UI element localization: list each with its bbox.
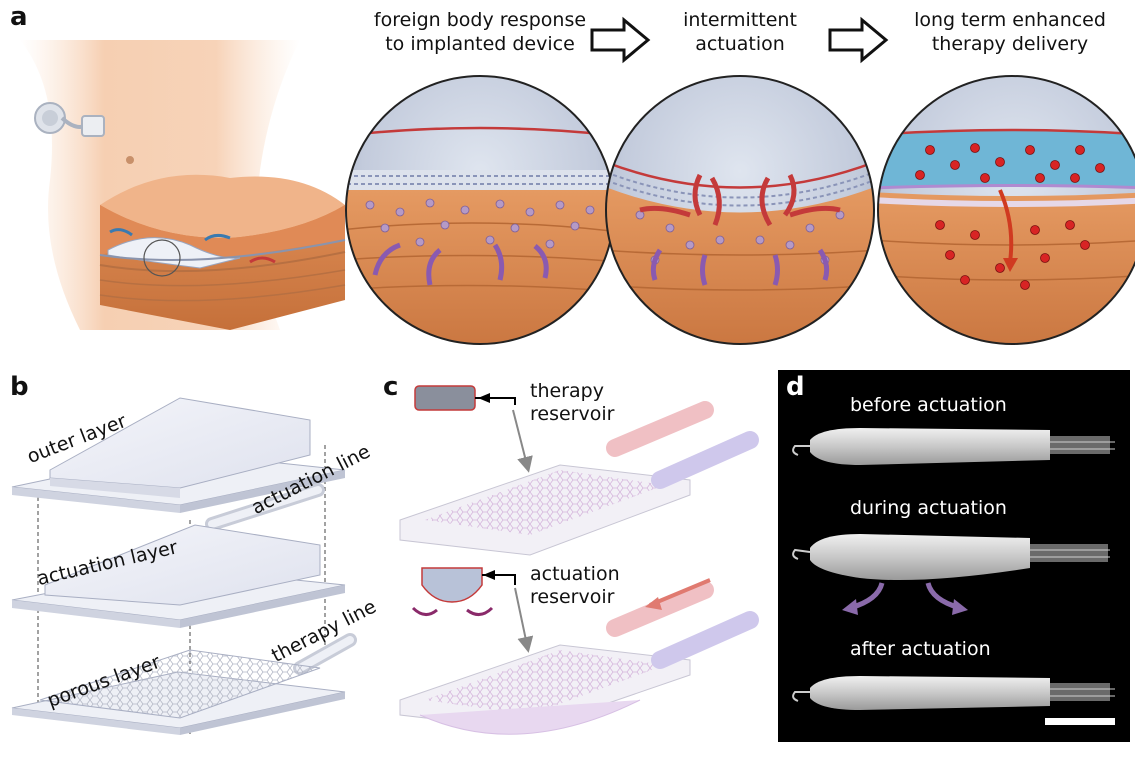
circle-therapy-delivery [878,76,1135,344]
label-during-actuation: during actuation [850,497,1007,519]
actuation-reservoir-line-1: actuation [530,563,620,585]
panel-letter-d: d [786,372,805,402]
circle-foreign-body [346,76,614,344]
step-label-1: foreign body response to implanted devic… [360,8,600,56]
therapy-reservoir-line-1: therapy [530,380,604,402]
label-therapy-reservoir: therapy reservoir [530,380,614,426]
therapy-reservoir-line-2: reservoir [530,403,615,425]
step-label-3: long term enhanced therapy delivery [900,8,1120,56]
panel-letter-a: a [10,2,28,32]
step-arrow-1 [590,16,651,64]
step-1-line-2: to implanted device [385,33,575,55]
step-3-line-2: therapy delivery [931,33,1089,55]
circle-actuation [606,76,874,344]
step-label-2: intermittent actuation [660,8,820,56]
panel-d-photo [778,370,1130,742]
actuation-reservoir-line-2: reservoir [530,586,615,608]
step-3-line-1: long term enhanced [914,9,1106,31]
step-1-line-1: foreign body response [373,9,587,31]
step-2-line-2: actuation [695,33,785,55]
step-2-line-1: intermittent [683,9,797,31]
panel-letter-c: c [383,372,399,402]
panel-letter-b: b [10,372,29,402]
label-before-actuation: before actuation [850,394,1007,416]
label-after-actuation: after actuation [850,638,991,660]
label-actuation-reservoir: actuation reservoir [530,563,620,609]
step-arrow-2 [828,16,889,64]
